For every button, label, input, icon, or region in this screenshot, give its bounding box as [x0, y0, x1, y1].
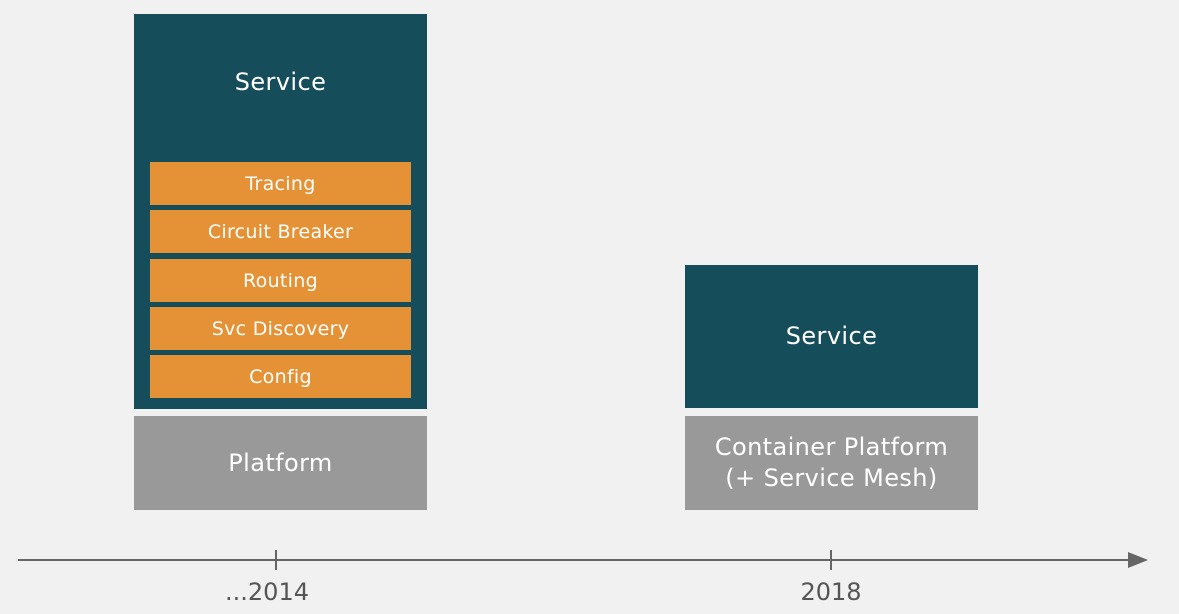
- capability-routing: Routing: [150, 259, 411, 302]
- year-label-2014: ...2014: [225, 578, 309, 606]
- year-label-2018: 2018: [800, 578, 862, 606]
- capability-config: Config: [150, 355, 411, 398]
- capability-tracing: Tracing: [150, 162, 411, 205]
- platform-block-2018: Container Platform (+ Service Mesh): [685, 416, 978, 510]
- timeline-axis: [18, 550, 1148, 570]
- platform-label-2018-line2: (+ Service Mesh): [725, 464, 938, 492]
- platform-label-2018-line1: Container Platform: [714, 433, 949, 461]
- capability-svc-discovery: Svc Discovery: [150, 307, 411, 350]
- platform-block-2014: Platform: [134, 416, 427, 510]
- capability-circuit-breaker: Circuit Breaker: [150, 210, 411, 253]
- service-block-2018: Service: [685, 265, 978, 408]
- service-label-2014: Service: [234, 68, 327, 96]
- timeline-arrowhead: [1128, 552, 1148, 568]
- platform-label-2014: Platform: [228, 448, 333, 477]
- service-label-2018: Service: [785, 322, 878, 350]
